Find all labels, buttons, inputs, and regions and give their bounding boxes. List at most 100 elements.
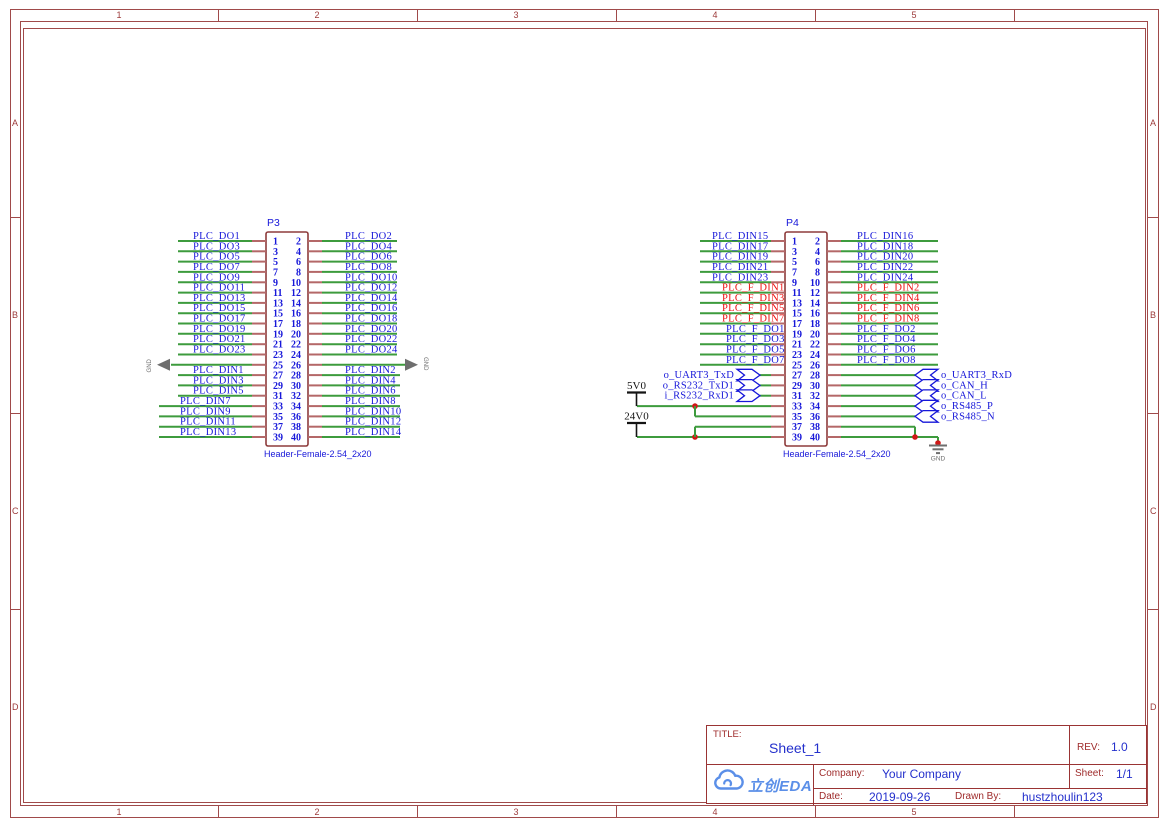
net-label[interactable]: PLC_DO6 [345, 252, 392, 263]
port-label[interactable]: o_UART3_TxD [664, 370, 735, 381]
net-label[interactable]: PLC_DO4 [345, 241, 392, 252]
net-label[interactable]: PLC_DO10 [345, 272, 398, 283]
net-label[interactable]: PLC_DO7 [193, 262, 240, 273]
net-label[interactable]: PLC_DIN3 [193, 375, 244, 386]
net-label[interactable]: PLC_DIN9 [180, 406, 231, 417]
junction-dot[interactable] [912, 434, 918, 440]
footprint-label[interactable]: Header-Female-2.54_2x20 [264, 449, 372, 459]
gnd-label[interactable]: GND [147, 358, 153, 372]
sheet-value[interactable]: 1/1 [1116, 767, 1133, 781]
net-label[interactable]: PLC_DIN22 [857, 262, 913, 273]
net-label[interactable]: PLC_DO22 [345, 334, 398, 345]
sheet-title[interactable]: Sheet_1 [769, 740, 822, 756]
net-label[interactable]: PLC_DO15 [193, 303, 246, 314]
net-label[interactable]: PLC_F_DO8 [857, 355, 916, 366]
port-label[interactable]: o_RS485_N [941, 411, 995, 422]
net-label[interactable]: PLC_DIN15 [712, 231, 768, 242]
net-label[interactable]: PLC_DO9 [193, 272, 240, 283]
net-label[interactable]: PLC_DO19 [193, 324, 246, 335]
gnd-label[interactable]: GND [422, 357, 428, 371]
net-label[interactable]: PLC_DIN7 [180, 396, 231, 407]
net-label[interactable]: PLC_DIN17 [712, 241, 768, 252]
net-label[interactable]: PLC_DO8 [345, 262, 392, 273]
net-label[interactable]: PLC_DIN1 [193, 365, 244, 376]
rev-value[interactable]: 1.0 [1111, 740, 1128, 754]
junction-dot[interactable] [935, 440, 941, 446]
net-label[interactable]: PLC_F_DIN8 [857, 314, 920, 325]
port-label[interactable]: i_RS232_RxD1 [665, 391, 735, 402]
port-label[interactable]: o_RS485_P [941, 401, 993, 412]
footprint-label[interactable]: Header-Female-2.54_2x20 [783, 449, 891, 459]
net-label[interactable]: PLC_DIN16 [857, 231, 913, 242]
net-label[interactable]: PLC_DO13 [193, 293, 246, 304]
gnd-label[interactable]: GND [931, 456, 946, 463]
net-label[interactable]: PLC_DO18 [345, 314, 398, 325]
net-label[interactable]: PLC_DIN10 [345, 406, 401, 417]
net-label[interactable]: PLC_F_DIN3 [722, 293, 785, 304]
frame-col-label: 3 [513, 807, 519, 817]
port-flag-icon[interactable] [913, 409, 940, 423]
net-label[interactable]: PLC_DIN4 [345, 375, 396, 386]
net-label[interactable]: PLC_F_DIN7 [722, 314, 785, 325]
net-label[interactable]: PLC_F_DO6 [857, 345, 916, 356]
net-label[interactable]: PLC_F_DIN1 [722, 283, 785, 294]
ref-designator[interactable]: P4 [786, 217, 799, 229]
port-label[interactable]: o_CAN_H [941, 380, 988, 391]
net-label[interactable]: PLC_DO24 [345, 345, 398, 356]
net-label[interactable]: PLC_DIN19 [712, 252, 768, 263]
port-flag-icon[interactable] [735, 389, 762, 403]
net-label[interactable]: PLC_F_DO5 [726, 345, 785, 356]
net-label[interactable]: PLC_F_DIN6 [857, 303, 920, 314]
net-label[interactable]: PLC_F_DO4 [857, 334, 916, 345]
gnd-symbol[interactable] [157, 358, 170, 371]
net-label[interactable]: PLC_DO12 [345, 283, 398, 294]
net-label[interactable]: PLC_DIN23 [712, 272, 768, 283]
pin-number: 2 [296, 237, 301, 248]
net-label[interactable]: PLC_DO16 [345, 303, 398, 314]
gnd-symbol[interactable] [405, 358, 418, 371]
power-net-label[interactable]: 5V0 [627, 380, 646, 392]
net-label[interactable]: PLC_DO21 [193, 334, 246, 345]
net-label[interactable]: PLC_F_DIN2 [857, 283, 920, 294]
net-label[interactable]: PLC_DO17 [193, 314, 246, 325]
power-net-label[interactable]: 24V0 [624, 411, 649, 423]
net-label[interactable]: PLC_F_DO2 [857, 324, 916, 335]
net-label[interactable]: PLC_DO14 [345, 293, 398, 304]
frame-tick [616, 9, 618, 21]
net-label[interactable]: PLC_F_DO7 [726, 355, 785, 366]
net-label[interactable]: PLC_F_DO3 [726, 334, 785, 345]
net-label[interactable]: PLC_DIN6 [345, 386, 396, 397]
net-label[interactable]: PLC_DIN14 [345, 427, 402, 438]
port-label[interactable]: o_RS232_TxD1 [663, 380, 734, 391]
net-label[interactable]: PLC_DIN20 [857, 252, 913, 263]
port-label[interactable]: o_UART3_RxD [941, 370, 1012, 381]
net-label[interactable]: PLC_DIN5 [193, 386, 244, 397]
net-label[interactable]: PLC_DO20 [345, 324, 398, 335]
connector-body[interactable] [784, 231, 828, 447]
net-label[interactable]: PLC_DIN12 [345, 417, 401, 428]
drawn-by-value[interactable]: hustzhoulin123 [1022, 789, 1103, 804]
net-label[interactable]: PLC_DO1 [193, 231, 240, 242]
net-label[interactable]: PLC_DO23 [193, 345, 246, 356]
net-label[interactable]: PLC_DIN13 [180, 427, 236, 438]
net-label[interactable]: PLC_F_DIN5 [722, 303, 785, 314]
date-value[interactable]: 2019-09-26 [869, 789, 931, 804]
ref-designator[interactable]: P3 [267, 217, 280, 229]
net-label[interactable]: PLC_DIN21 [712, 262, 768, 273]
net-label[interactable]: PLC_DIN8 [345, 396, 396, 407]
net-label[interactable]: PLC_DIN18 [857, 241, 913, 252]
net-label[interactable]: PLC_DO5 [193, 252, 240, 263]
net-label[interactable]: PLC_DO2 [345, 231, 392, 242]
net-label[interactable]: PLC_F_DIN4 [857, 293, 920, 304]
company-value[interactable]: Your Company [882, 767, 961, 781]
net-label[interactable]: PLC_DO11 [193, 283, 245, 294]
pin-number: 17 [792, 319, 802, 330]
connector-body[interactable] [265, 231, 309, 447]
net-label[interactable]: PLC_F_DO1 [726, 324, 785, 335]
net-label[interactable]: PLC_DO3 [193, 241, 240, 252]
net-label[interactable]: PLC_DIN2 [345, 365, 396, 376]
net-label[interactable]: PLC_DIN24 [857, 272, 914, 283]
port-label[interactable]: o_CAN_L [941, 391, 987, 402]
net-label[interactable]: PLC_DIN11 [180, 417, 236, 428]
